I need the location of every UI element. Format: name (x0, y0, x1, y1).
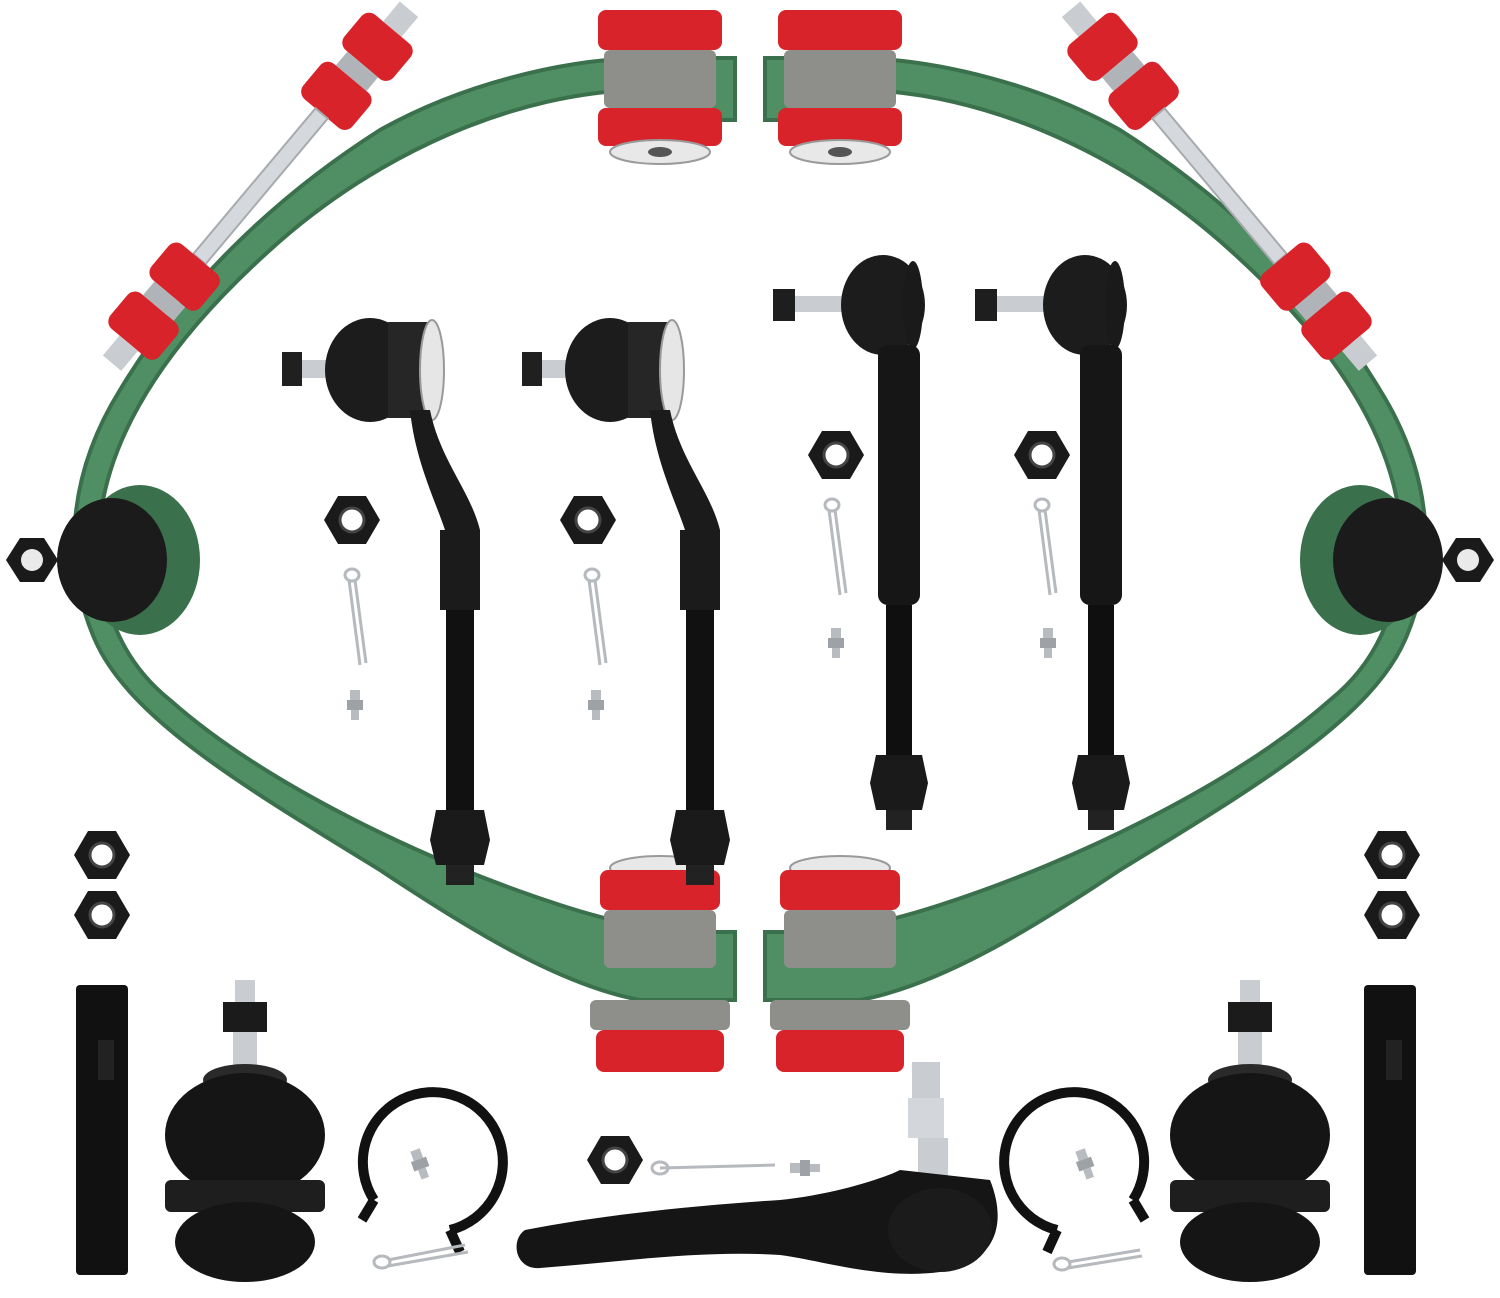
inner-tie-rod-end-2 (975, 255, 1130, 830)
adjusting-sleeve-left (76, 985, 128, 1275)
ball-joint-right (1333, 498, 1443, 622)
castle-nut (1012, 429, 1072, 481)
hex-nut (1362, 829, 1422, 881)
cotter-pin (583, 567, 608, 667)
bushing-top-right (777, 9, 903, 165)
hex-nut (72, 889, 132, 941)
cotter-pin (1033, 497, 1058, 597)
upper-control-arm-left (6, 56, 737, 1002)
grease-fitting (347, 690, 363, 720)
lower-ball-joint-right (1170, 980, 1330, 1282)
grease-fitting (1072, 1147, 1098, 1181)
cotter-pin (823, 497, 848, 597)
castle-nut (558, 494, 618, 546)
bushing-bottom-right (770, 855, 910, 1072)
outer-tie-rod-end-2 (521, 317, 731, 886)
inner-tie-rod-end-1 (773, 255, 928, 830)
castle-nut (806, 429, 866, 481)
bushing-bottom-left (590, 855, 730, 1072)
cotter-pin (1052, 1248, 1143, 1272)
grease-fitting (1040, 628, 1056, 658)
upper-control-arm-right (763, 56, 1494, 1002)
grease-fitting (588, 690, 604, 720)
grease-fitting (828, 628, 844, 658)
grease-fitting (407, 1147, 433, 1181)
snap-ring-left (362, 1092, 503, 1252)
adjusting-sleeve-right (1364, 985, 1416, 1275)
hex-nut (72, 829, 132, 881)
cotter-pin (343, 567, 368, 667)
pitman-arm (516, 1062, 998, 1274)
snap-ring-right (1004, 1092, 1145, 1252)
lower-ball-joint-left (165, 980, 325, 1282)
cotter-pin (372, 1243, 469, 1270)
bushing-top-left (597, 9, 723, 165)
castle-nut (322, 494, 382, 546)
hex-nut (1362, 889, 1422, 941)
ball-joint-left (57, 498, 167, 622)
